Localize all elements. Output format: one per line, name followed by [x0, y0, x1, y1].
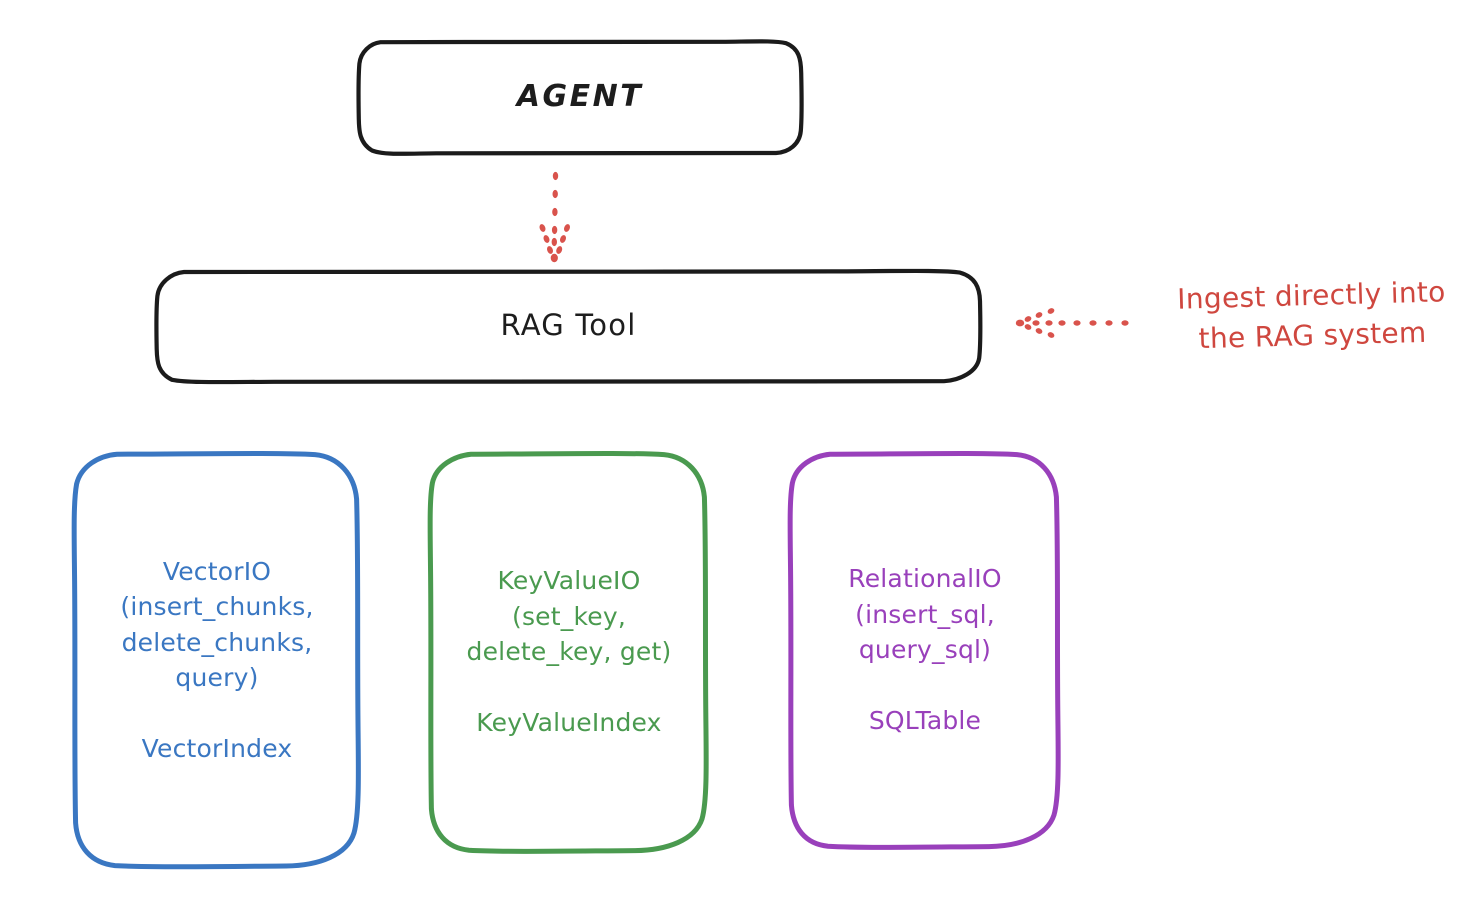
rag-tool-label: RAG Tool	[500, 308, 637, 343]
vector-io-label: VectorIO (insert_chunks, delete_chunks, …	[120, 556, 314, 764]
node-agent[interactable]: AGENT	[356, 39, 804, 156]
dotted-arrow-down-icon	[539, 171, 570, 263]
relational-io-label: RelationalIO (insert_sql, query_sql) SQL…	[848, 564, 1002, 736]
agent-label: AGENT	[516, 79, 644, 115]
node-vector-io[interactable]: VectorIO (insert_chunks, delete_chunks, …	[71, 450, 363, 870]
vector-io-box-outline	[71, 450, 361, 870]
relational-io-box-outline	[787, 450, 1061, 850]
key-value-io-label: KeyValueIO (set_key, delete_key, get) Ke…	[466, 566, 672, 738]
key-value-io-box-outline	[427, 450, 709, 854]
node-rag-tool[interactable]: RAG Tool	[154, 268, 983, 385]
rag-tool-box-outline	[154, 268, 983, 385]
agent-box-outline	[356, 39, 804, 156]
annotation-ingest-note: Ingest directly into the RAG system	[1176, 275, 1447, 355]
node-relational-io[interactable]: RelationalIO (insert_sql, query_sql) SQL…	[787, 450, 1063, 850]
node-key-value-io[interactable]: KeyValueIO (set_key, delete_key, get) Ke…	[427, 450, 711, 854]
dotted-arrow-left-icon	[1015, 308, 1129, 338]
